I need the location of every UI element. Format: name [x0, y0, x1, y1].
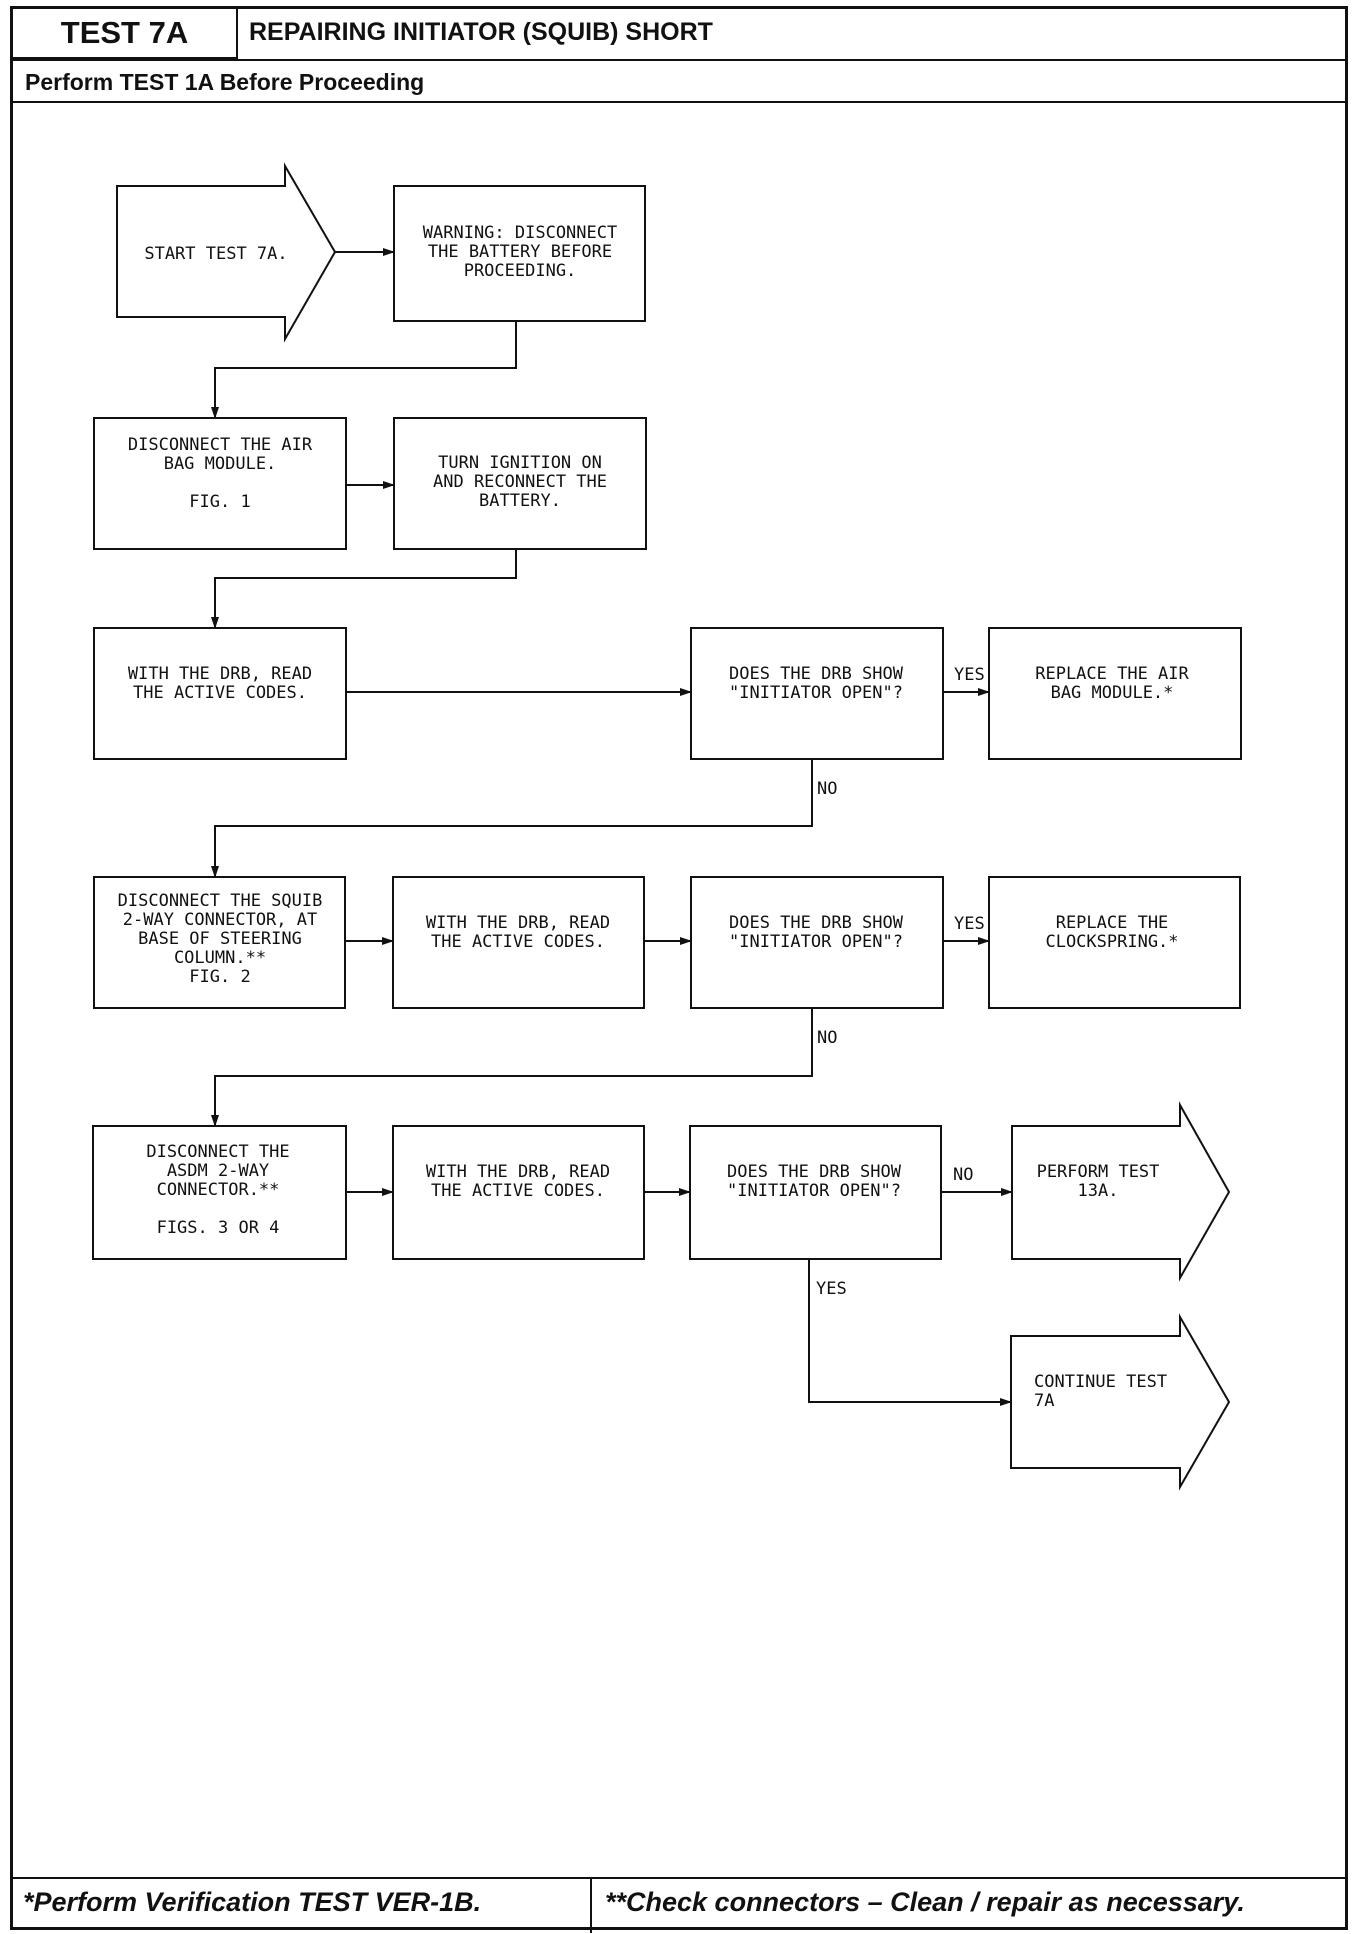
no-label-3: NO — [953, 1165, 973, 1185]
connector-question1-no — [211, 759, 813, 878]
node-text-line: THE ACTIVE CODES. — [431, 1181, 605, 1201]
node-text-line: COLUMN.** — [174, 948, 266, 968]
connector-question3-yes — [808, 1259, 1012, 1406]
test-id: TEST 7A — [13, 9, 238, 59]
node-text-line: START TEST 7A. — [144, 244, 287, 264]
question-text-2: DOES THE DRB SHOW"INITIATOR OPEN"? — [729, 913, 904, 952]
subheader-divider — [13, 101, 1345, 103]
node-text-line: CONNECTOR.** — [157, 1180, 280, 1200]
node-text-line: "INITIATOR OPEN"? — [729, 932, 903, 952]
header-divider — [13, 59, 1345, 61]
node-text-line: DISCONNECT THE — [146, 1142, 289, 1162]
connector-question2-no — [211, 1008, 813, 1127]
node-text-line: BATTERY. — [479, 491, 561, 511]
page-title: REPAIRING INITIATOR (SQUIB) SHORT — [249, 18, 713, 46]
node-text-line: THE BATTERY BEFORE — [428, 242, 612, 262]
node-text-line: 13A. — [1078, 1181, 1119, 1201]
node-text-line: DOES THE DRB SHOW — [729, 664, 904, 684]
node-text-line: WARNING: DISCONNECT — [423, 223, 617, 243]
disconnect-module-box — [93, 417, 347, 550]
node-text-line: PROCEEDING. — [464, 261, 577, 281]
node-text-line: DISCONNECT THE AIR — [128, 435, 313, 455]
node-text-line: TURN IGNITION ON — [438, 453, 602, 473]
node-text-line: CONTINUE TEST — [1034, 1372, 1167, 1392]
start-label: START TEST 7A. — [144, 244, 287, 264]
prerequisite-note: Perform TEST 1A Before Proceeding — [25, 69, 425, 95]
start-arrow-shape — [116, 162, 337, 343]
node-text-line: THE ACTIVE CODES. — [431, 932, 605, 952]
node-text-line: BAG MODULE. — [164, 454, 277, 474]
diagnostic-sheet: TEST 7A REPAIRING INITIATOR (SQUIB) SHOR… — [10, 6, 1348, 1933]
node-text-line: FIG. 2 — [189, 967, 250, 987]
footer-divider — [13, 1877, 1345, 1879]
node-text-line: CLOCKSPRING.* — [1045, 932, 1178, 952]
node-text-line: PERFORM TEST — [1037, 1162, 1160, 1182]
no-label-2: NO — [817, 1028, 837, 1048]
question-text-1: DOES THE DRB SHOW"INITIATOR OPEN"? — [729, 664, 904, 703]
node-text-line: 7A — [1034, 1391, 1054, 1411]
node-text-line: "INITIATOR OPEN"? — [727, 1181, 901, 1201]
node-text-line: REPLACE THE AIR — [1035, 664, 1189, 684]
yes-label-3: YES — [816, 1279, 847, 1299]
node-text-line: DOES THE DRB SHOW — [729, 913, 904, 933]
node-text-line: WITH THE DRB, READ — [426, 1162, 610, 1182]
node-text-line: ASDM 2-WAY — [167, 1161, 269, 1181]
yes-label-2: YES — [954, 914, 985, 934]
node-text-line: FIGS. 3 OR 4 — [157, 1218, 280, 1238]
node-text-line: DOES THE DRB SHOW — [727, 1162, 902, 1182]
node-text-line: BAG MODULE.* — [1051, 683, 1174, 703]
footer-column-divider — [590, 1877, 592, 1933]
node-text-line: "INITIATOR OPEN"? — [729, 683, 903, 703]
node-text-line: WITH THE DRB, READ — [128, 664, 312, 684]
footnote-connectors: **Check connectors – Clean / repair as n… — [605, 1887, 1245, 1917]
no-label-1: NO — [817, 779, 837, 799]
read-codes-box-1 — [93, 627, 347, 760]
node-text-line: REPLACE THE — [1056, 913, 1169, 933]
continue-7a-arrow-shape — [1010, 1313, 1231, 1491]
connector-ignition-read1 — [211, 549, 517, 629]
node-text-line: DISCONNECT THE SQUIB — [118, 891, 323, 911]
node-text-line: WITH THE DRB, READ — [426, 913, 610, 933]
perform-13a-arrow-shape — [1011, 1101, 1231, 1282]
node-text-line: THE ACTIVE CODES. — [133, 683, 307, 703]
node-text-line: 2-WAY CONNECTOR, AT — [123, 910, 317, 930]
node-text-line: BASE OF STEERING — [138, 929, 302, 949]
node-text-line: FIG. 1 — [189, 492, 250, 512]
yes-label-1: YES — [954, 665, 985, 685]
connector-warning-module — [211, 321, 517, 419]
node-text-line: AND RECONNECT THE — [433, 472, 607, 492]
footnote-verification: *Perform Verification TEST VER-1B. — [23, 1887, 482, 1917]
question-text-3: DOES THE DRB SHOW"INITIATOR OPEN"? — [727, 1162, 902, 1201]
disconnect-squib-box — [93, 876, 346, 1009]
